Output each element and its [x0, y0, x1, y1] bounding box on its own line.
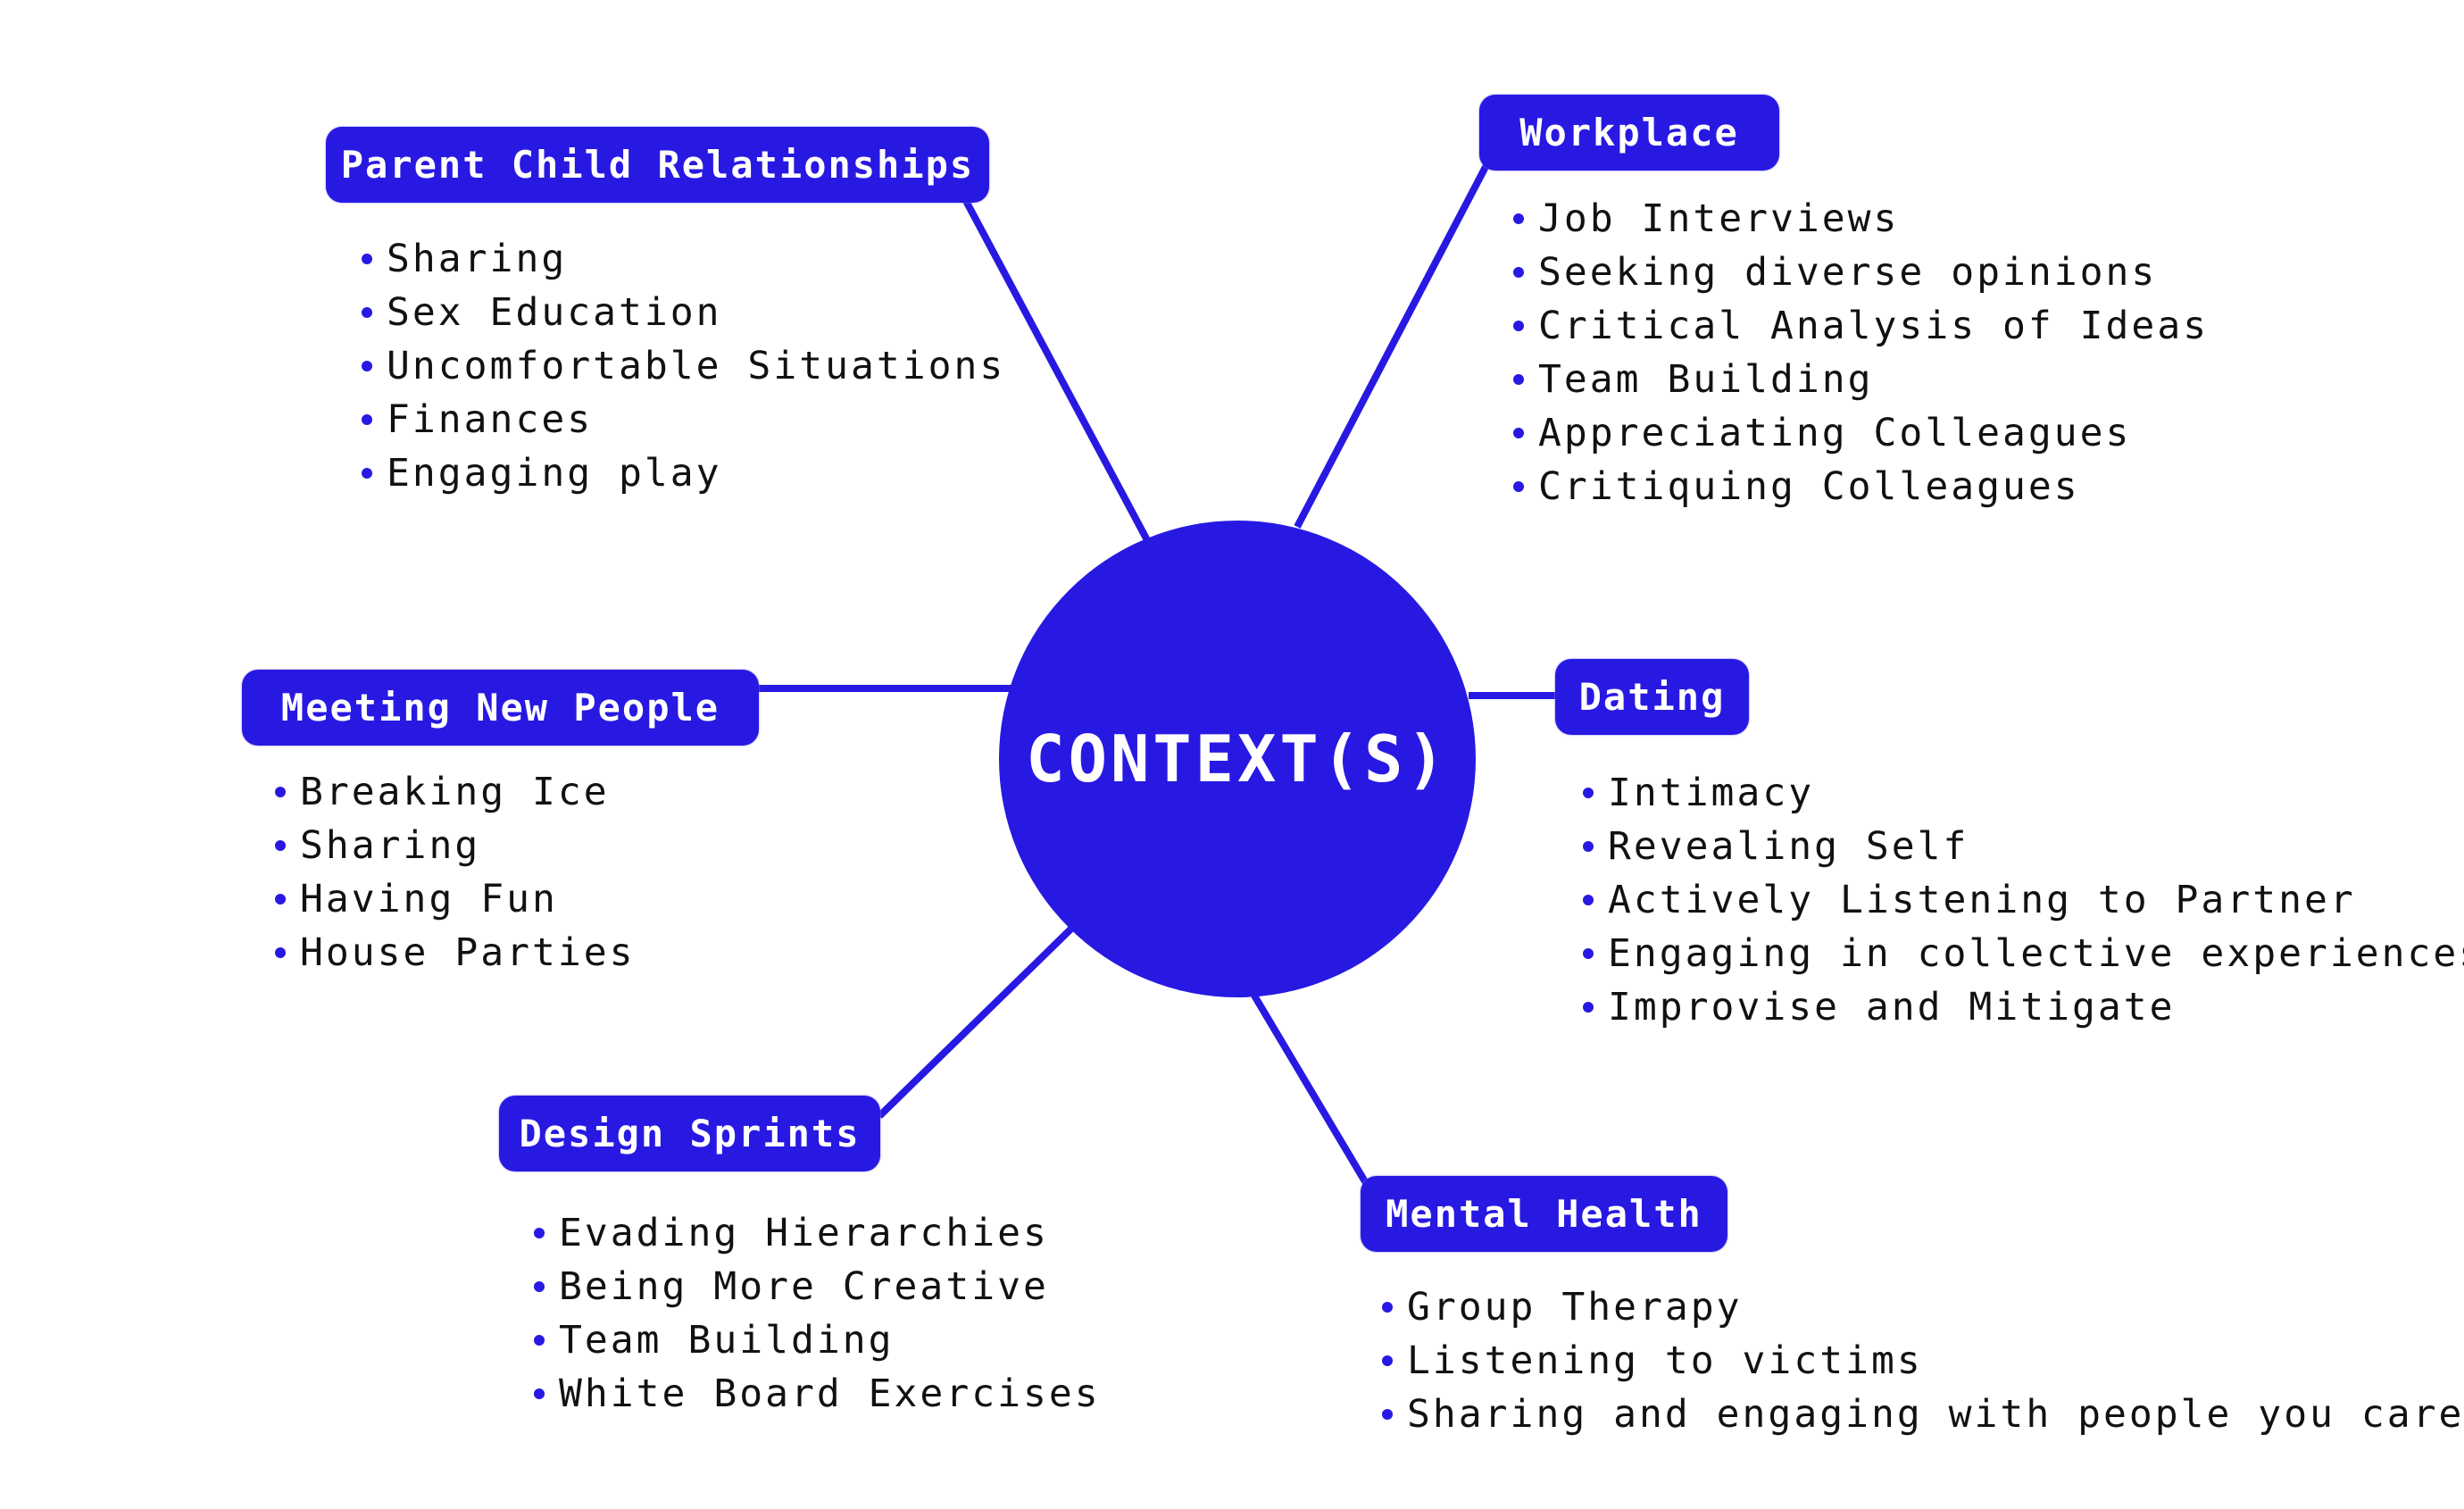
bullet-icon	[1382, 1409, 1393, 1420]
list-item: Appreciating Colleagues	[1513, 406, 2209, 460]
branch-title: Dating	[1578, 675, 1726, 719]
bullet-icon	[362, 468, 372, 479]
list-item: Listening to victims	[1382, 1334, 2464, 1388]
list-item: Evading Hierarchies	[534, 1206, 1101, 1260]
bullet-icon	[534, 1335, 545, 1346]
branch-title: Mental Health	[1386, 1192, 1702, 1236]
list-item: Actively Listening to Partner	[1583, 873, 2464, 927]
bullet-icon	[1583, 895, 1594, 905]
center-label: CONTEXT(S)	[1026, 721, 1449, 796]
bullet-icon	[275, 947, 286, 958]
bullet-icon	[1583, 841, 1594, 852]
bullet-icon	[1382, 1355, 1393, 1366]
bullet-icon	[275, 894, 286, 905]
list-item: Finances	[362, 393, 1005, 446]
list-item: Uncomfortable Situations	[362, 339, 1005, 393]
list-item: Sharing	[275, 819, 636, 872]
list-item: Sex Education	[362, 286, 1005, 339]
bullet-icon	[362, 307, 372, 318]
branch-dating-title-box: Dating	[1555, 659, 1749, 735]
bullet-icon	[534, 1228, 545, 1238]
bullet-icon	[1513, 481, 1524, 492]
branch-design-title-box: Design Sprints	[499, 1096, 880, 1171]
list-item: Being More Creative	[534, 1260, 1101, 1313]
list-item: Engaging in collective experiences	[1583, 927, 2464, 980]
bullet-icon	[1583, 788, 1594, 798]
list-item: House Parties	[275, 926, 636, 980]
bullet-icon	[534, 1281, 545, 1292]
list-item: Group Therapy	[1382, 1280, 2464, 1334]
bullet-icon	[1382, 1302, 1393, 1313]
branch-parent-items: Sharing Sex Education Uncomfortable Situ…	[362, 232, 1005, 500]
list-item: Engaging play	[362, 446, 1005, 500]
connector-design	[877, 926, 1074, 1119]
bullet-icon	[275, 840, 286, 851]
bullet-icon	[1583, 948, 1594, 959]
list-item: Having Fun	[275, 872, 636, 926]
branch-dating-items: Intimacy Revealing Self Actively Listeni…	[1583, 766, 2464, 1034]
bullet-icon	[275, 787, 286, 797]
branch-title: Meeting New People	[280, 686, 720, 729]
bullet-icon	[362, 254, 372, 264]
bullet-icon	[362, 414, 372, 425]
list-item: Team Building	[1513, 353, 2209, 406]
bullet-icon	[1513, 374, 1524, 385]
center-node: CONTEXT(S)	[999, 521, 1476, 997]
list-item: Team Building	[534, 1313, 1101, 1367]
bullet-icon	[1513, 321, 1524, 331]
list-item: White Board Exercises	[534, 1367, 1101, 1421]
list-item: Critiquing Colleagues	[1513, 460, 2209, 513]
bullet-icon	[362, 361, 372, 371]
list-item: Improvise and Mitigate	[1583, 980, 2464, 1034]
bullet-icon	[534, 1388, 545, 1399]
list-item: Job Interviews	[1513, 192, 2209, 246]
list-item: Revealing Self	[1583, 820, 2464, 873]
bullet-icon	[1513, 428, 1524, 438]
branch-title: Parent Child Relationships	[340, 143, 975, 187]
branch-parent-title-box: Parent Child Relationships	[326, 127, 989, 203]
list-item: Seeking diverse opinions	[1513, 246, 2209, 299]
list-item: Sharing	[362, 232, 1005, 286]
bullet-icon	[1583, 1002, 1594, 1013]
branch-meeting-title-box: Meeting New People	[242, 670, 759, 746]
branch-mental-title-box: Mental Health	[1361, 1176, 1727, 1252]
branch-meeting-items: Breaking Ice Sharing Having Fun House Pa…	[275, 765, 636, 980]
branch-workplace-title-box: Workplace	[1479, 95, 1779, 171]
connector-parent	[962, 199, 1151, 542]
branch-design-items: Evading Hierarchies Being More Creative …	[534, 1206, 1101, 1421]
connector-mental	[1251, 993, 1369, 1186]
bullet-icon	[1513, 213, 1524, 224]
connector-workplace	[1294, 163, 1490, 529]
list-item: Intimacy	[1583, 766, 2464, 820]
list-item: Critical Analysis of Ideas	[1513, 299, 2209, 353]
branch-title: Design Sprints	[519, 1112, 861, 1155]
branch-mental-items: Group Therapy Listening to victims Shari…	[1382, 1280, 2464, 1441]
branch-workplace-items: Job Interviews Seeking diverse opinions …	[1513, 192, 2209, 513]
list-item: Breaking Ice	[275, 765, 636, 819]
bullet-icon	[1513, 267, 1524, 278]
branch-title: Workplace	[1519, 111, 1739, 154]
list-item: Sharing and engaging with people you car…	[1382, 1388, 2464, 1441]
